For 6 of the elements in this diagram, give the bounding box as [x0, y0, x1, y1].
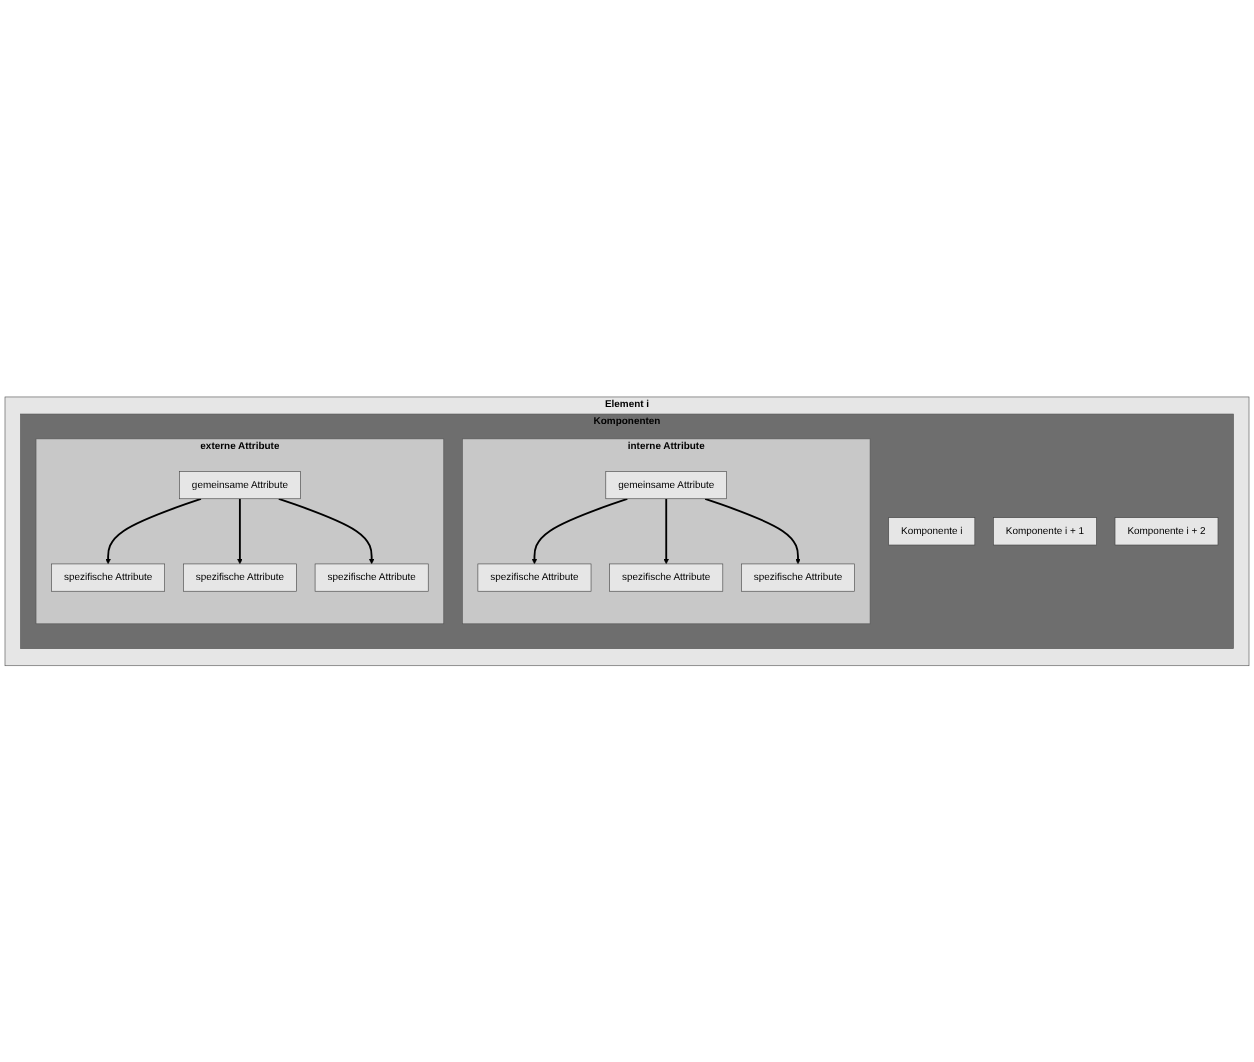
arrow [277, 497, 375, 564]
arrow [704, 497, 801, 564]
arrow [531, 497, 629, 564]
arrow [237, 497, 243, 564]
arrow [663, 497, 669, 564]
arrow [105, 497, 202, 564]
